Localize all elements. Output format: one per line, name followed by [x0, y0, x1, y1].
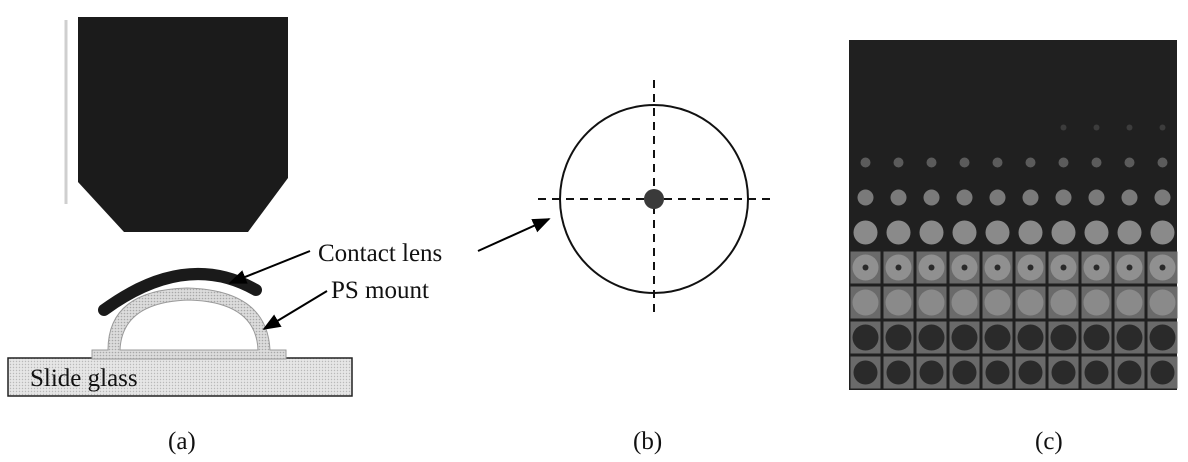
grid-spot: [1150, 220, 1175, 245]
grid-spot: [952, 360, 977, 385]
grid-spot: [1150, 360, 1175, 385]
grid-spot: [1060, 124, 1067, 131]
grid-spot: [919, 360, 944, 385]
grid-spot-center: [994, 264, 1001, 271]
panel-a: Contact lens PS mount Slide glass: [7, 17, 551, 397]
grid-spot: [918, 324, 945, 351]
grid-spot: [893, 157, 904, 168]
grid-spot: [1149, 324, 1176, 351]
grid-spot-center: [1060, 264, 1067, 271]
grid-spot-center: [1159, 264, 1166, 271]
objective-lens: [78, 17, 288, 232]
grid-spot: [1058, 157, 1069, 168]
grid-spot-center: [928, 264, 935, 271]
caption-b: (b): [633, 428, 663, 455]
grid-spot: [1088, 189, 1105, 206]
grid-spot: [1154, 189, 1171, 206]
grid-spot: [919, 220, 944, 245]
grid-spot: [1116, 289, 1143, 316]
grid-spot: [1017, 289, 1044, 316]
grid-spot: [951, 289, 978, 316]
grid-spot-center: [1093, 264, 1100, 271]
grid-spot: [1050, 324, 1077, 351]
grid-spot: [989, 189, 1006, 206]
grid-spot: [923, 189, 940, 206]
grid-spot: [951, 324, 978, 351]
grid-spot: [1051, 360, 1076, 385]
grid-spot: [1117, 220, 1142, 245]
grid-spot: [1117, 360, 1142, 385]
grid-spot-center: [895, 264, 902, 271]
grid-spot-center: [1126, 264, 1133, 271]
grid-spot: [1159, 124, 1166, 131]
grid-spot: [860, 157, 871, 168]
contact-lens-arrow-b: [477, 218, 551, 252]
center-dot: [644, 189, 664, 209]
grid-spot: [1018, 220, 1043, 245]
grid-spot-center: [961, 264, 968, 271]
image-grid: [850, 124, 1178, 389]
grid-spot: [1093, 124, 1100, 131]
panel-c: [849, 40, 1178, 390]
grid-spot: [852, 324, 879, 351]
grid-spot: [886, 220, 911, 245]
grid-spot: [985, 360, 1010, 385]
grid-spot: [890, 189, 907, 206]
grid-spot: [1126, 124, 1133, 131]
ps-mount-label: PS mount: [331, 277, 429, 304]
grid-spot: [885, 289, 912, 316]
grid-spot: [985, 220, 1010, 245]
grid-spot: [1121, 189, 1138, 206]
grid-spot: [1084, 360, 1109, 385]
slide-glass-label: Slide glass: [30, 365, 138, 392]
grid-spot: [853, 220, 878, 245]
grid-spot-center: [862, 264, 869, 271]
grid-spot-center: [1027, 264, 1034, 271]
contact-lens-label: Contact lens: [318, 240, 442, 267]
grid-spot: [1025, 157, 1036, 168]
slide-glass: [7, 357, 353, 397]
grid-spot: [885, 324, 912, 351]
grid-spot: [1157, 157, 1168, 168]
grid-spot: [1083, 289, 1110, 316]
panel-b: [538, 80, 772, 316]
grid-spot: [1051, 220, 1076, 245]
grid-spot: [852, 289, 879, 316]
grid-spot: [1149, 289, 1176, 316]
grid-spot: [1091, 157, 1102, 168]
caption-a: (a): [168, 428, 196, 455]
grid-spot: [984, 289, 1011, 316]
grid-spot: [1116, 324, 1143, 351]
grid-spot: [1018, 360, 1043, 385]
grid-spot: [926, 157, 937, 168]
grid-spot: [952, 220, 977, 245]
grid-spot: [1084, 220, 1109, 245]
grid-spot: [1017, 324, 1044, 351]
grid-spot: [1124, 157, 1135, 168]
grid-spot: [1055, 189, 1072, 206]
grid-spot: [918, 289, 945, 316]
grid-spot: [984, 324, 1011, 351]
grid-spot: [959, 157, 970, 168]
caption-c: (c): [1035, 428, 1063, 455]
grid-spot: [886, 360, 911, 385]
grid-spot: [853, 360, 878, 385]
grid-spot: [1083, 324, 1110, 351]
grid-spot: [857, 189, 874, 206]
grid-spot: [1022, 189, 1039, 206]
grid-spot: [1050, 289, 1077, 316]
ps-mount-arrow: [262, 290, 328, 330]
contact-lens-arrow: [228, 250, 311, 284]
grid-spot: [992, 157, 1003, 168]
ps-mount: [91, 287, 287, 360]
grid-spot: [956, 189, 973, 206]
